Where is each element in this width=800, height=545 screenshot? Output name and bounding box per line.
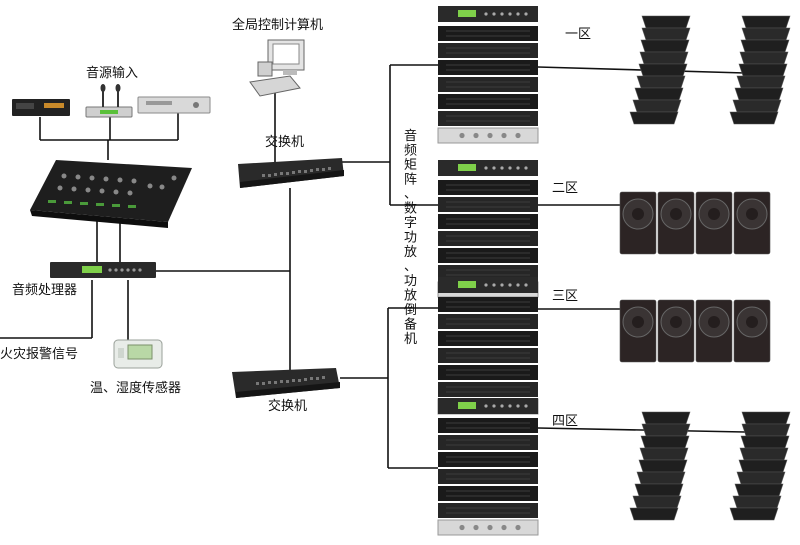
subwoofer-speaker xyxy=(619,299,657,363)
vertical-note-char: 、 xyxy=(404,260,417,275)
line-array-speaker xyxy=(729,15,791,125)
zone2-label: 二区 xyxy=(552,181,578,196)
vertical-note-char: 倒 xyxy=(404,303,417,318)
switch-bottom-label: 交换机 xyxy=(268,398,307,414)
subwoofer-speaker xyxy=(619,191,657,255)
vertical-note-char: 备 xyxy=(404,317,417,333)
vertical-note-char: 频 xyxy=(404,144,417,159)
sensor-label: 温、湿度传感器 xyxy=(90,380,181,396)
equipment-rack xyxy=(437,277,539,415)
audio-mixer xyxy=(30,160,192,228)
subwoofer-speaker xyxy=(695,191,733,255)
subwoofer-speakers xyxy=(619,191,771,363)
equipment-rack xyxy=(437,6,539,144)
zone3-label: 三区 xyxy=(552,289,578,304)
control-computer xyxy=(249,39,305,97)
vertical-note-char: 字 xyxy=(404,216,417,231)
switch-top-label: 交换机 xyxy=(265,134,304,150)
line-array-speaker xyxy=(729,411,791,521)
vertical-note-char: 音 xyxy=(404,128,417,144)
temp-humidity-sensor xyxy=(113,339,163,369)
equipment-rack xyxy=(437,398,539,536)
vertical-note-char: 功 xyxy=(404,231,417,246)
audio-processor-label: 音频处理器 xyxy=(12,282,77,298)
line-array-speaker xyxy=(629,15,691,125)
fire-alarm-label: 火灾报警信号 xyxy=(0,346,78,362)
vertical-note-char: 数 xyxy=(404,202,417,217)
subwoofer-speaker xyxy=(657,191,695,255)
vertical-note-char: 功 xyxy=(404,274,417,289)
computer-label: 全局控制计算机 xyxy=(232,17,323,33)
vertical-note-char: 机 xyxy=(404,332,417,347)
equipment-rack xyxy=(437,160,539,298)
vertical-note-char: 放 xyxy=(404,289,417,304)
vertical-note-char: 、 xyxy=(404,187,417,202)
vertical-note-char: 放 xyxy=(404,245,417,260)
network-switch-top xyxy=(238,158,344,188)
audio-processor xyxy=(50,262,156,278)
wireless-mic-receiver xyxy=(85,84,133,118)
vertical-note-char: 矩 xyxy=(404,158,417,173)
subwoofer-speaker xyxy=(733,299,771,363)
subwoofer-speaker xyxy=(695,299,733,363)
network-switch-bottom xyxy=(232,368,340,398)
subwoofer-speaker xyxy=(657,299,695,363)
connection-lines xyxy=(0,64,746,469)
audio-input-label: 音源输入 xyxy=(86,65,138,81)
line-array-speaker xyxy=(629,411,691,521)
zone4-label: 四区 xyxy=(552,414,578,429)
vertical-note-char: 阵 xyxy=(404,173,417,188)
equipment-racks xyxy=(437,6,539,536)
line-array-speakers xyxy=(629,15,791,521)
audio-source-deck xyxy=(12,99,70,116)
zone1-label: 一区 xyxy=(565,27,591,42)
subwoofer-speaker xyxy=(733,191,771,255)
cd-player xyxy=(137,96,211,114)
